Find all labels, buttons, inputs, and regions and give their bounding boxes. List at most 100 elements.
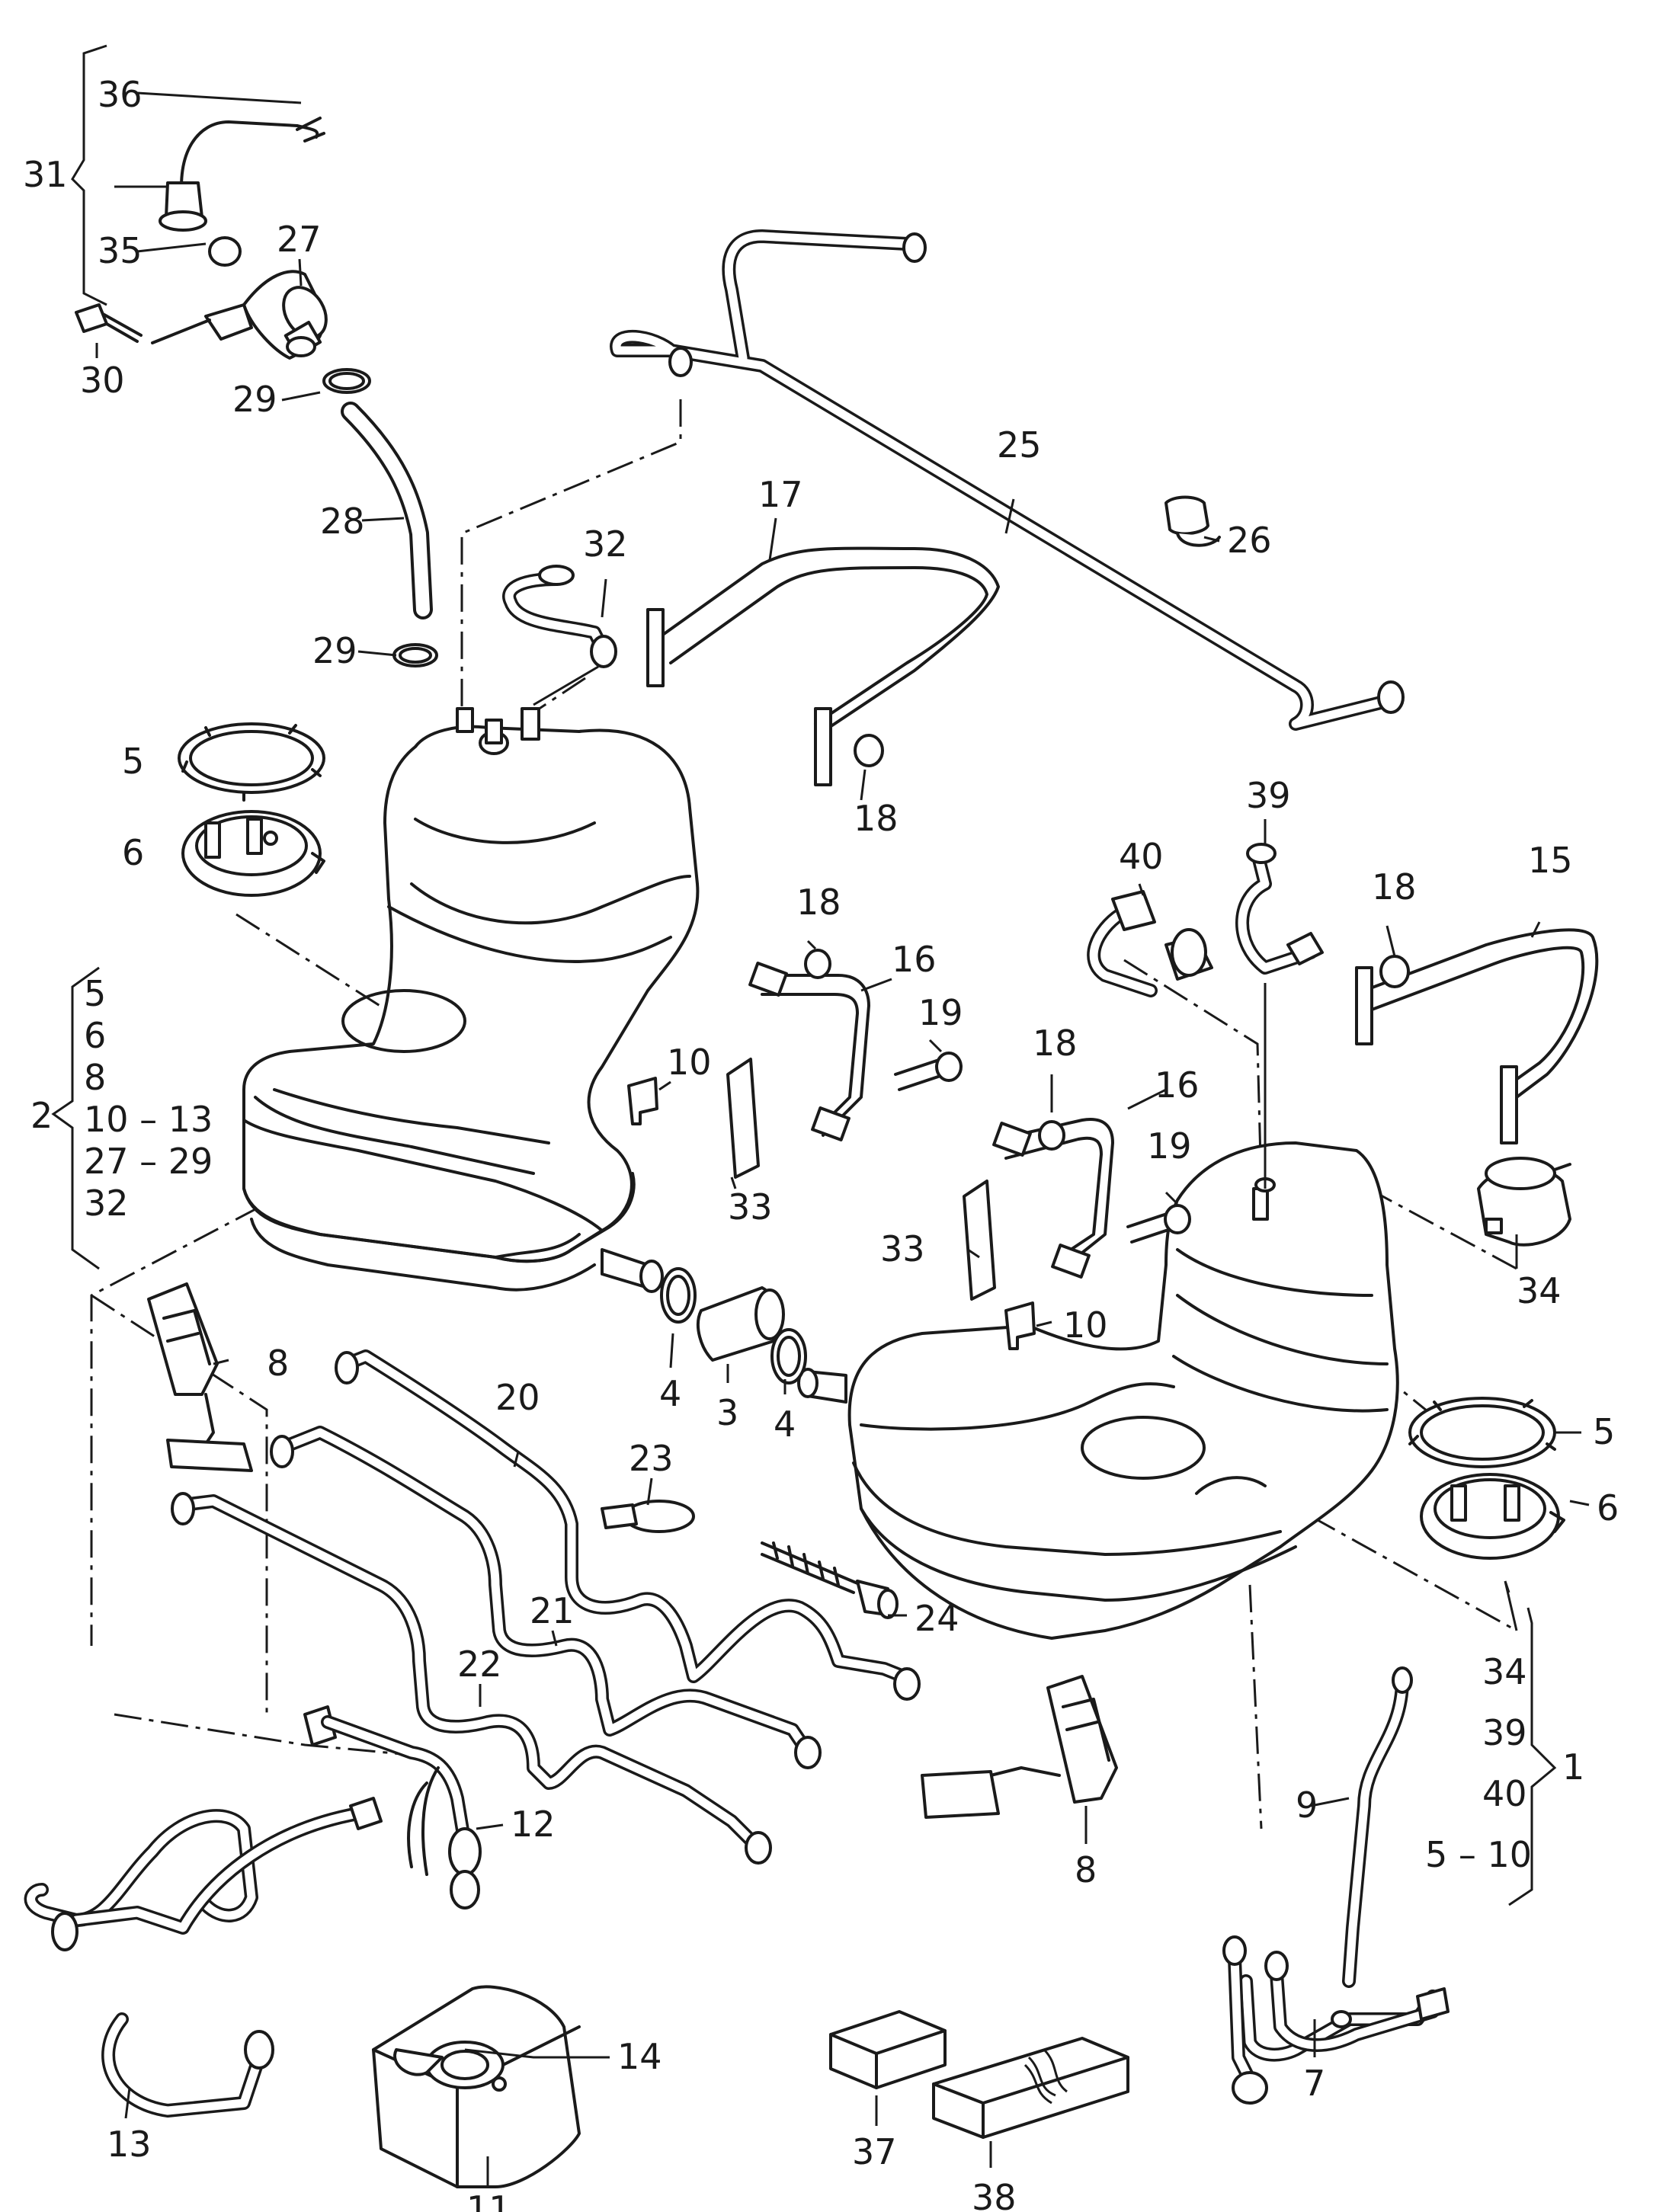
lock-ring-right (1408, 1397, 1556, 1468)
callout-39: 39 (1246, 775, 1291, 816)
callout-35: 35 (98, 230, 143, 271)
callout-6-left: 6 (122, 832, 144, 873)
fuel-line-9 (1342, 1666, 1413, 1988)
bracket-10 (627, 1077, 1036, 1350)
callout-4-left: 4 (659, 1373, 681, 1414)
callout-36: 36 (98, 74, 143, 115)
callout-11: 11 (466, 2188, 511, 2212)
callout-19-b: 19 (1147, 1125, 1192, 1167)
hose-clamp-4 (660, 1267, 807, 1385)
callout-31: 31 (23, 154, 68, 195)
fuel-line-21 (270, 1426, 822, 1769)
group-2-item-2: 6 (84, 1015, 106, 1056)
callout-24: 24 (915, 1598, 959, 1639)
callout-18-low: 18 (1033, 1023, 1078, 1064)
callout-18-top: 18 (854, 798, 899, 839)
pump-module-11 (372, 1985, 581, 2188)
leader-lines (95, 91, 1590, 2187)
group-2-item-3: 8 (84, 1057, 106, 1098)
callout-8-left: 8 (267, 1343, 289, 1384)
callout-20: 20 (495, 1377, 540, 1418)
clip-26 (1164, 495, 1221, 547)
callout-12: 12 (511, 1804, 556, 1845)
group-2-label: 2 (30, 1095, 53, 1136)
pad-38 (932, 2037, 1129, 2139)
hose-clamp-29 (322, 368, 438, 667)
filler-neck (151, 270, 328, 360)
group-2-item-1: 5 (84, 973, 106, 1014)
callout-7: 7 (1303, 2063, 1325, 2104)
callout-23: 23 (629, 1438, 674, 1479)
vent-elbow-32 (502, 565, 617, 706)
tension-strap-16a (748, 962, 870, 1141)
callout-32: 32 (583, 523, 628, 565)
group-2-item-6: 32 (84, 1183, 129, 1224)
callout-1: 1 (1562, 1746, 1584, 1788)
connection-hose-3 (697, 1286, 785, 1362)
callout-40: 40 (1119, 836, 1164, 877)
callout-19-a: 19 (918, 992, 963, 1033)
line-13 (24, 1797, 383, 2118)
fuel-tank-left-half (242, 707, 700, 1293)
lock-ring-left (178, 722, 325, 802)
callout-25: 25 (997, 424, 1042, 466)
callout-labels: 36 31 35 27 30 29 28 29 32 17 25 26 18 5… (23, 74, 1619, 2212)
fuel-filter-34 (1477, 1157, 1571, 1247)
callout-28: 28 (320, 501, 365, 542)
callout-3: 3 (716, 1392, 738, 1433)
callout-16-a: 16 (892, 939, 937, 980)
group-bracket-1 (1508, 1607, 1557, 1906)
connector-40 (1087, 890, 1213, 997)
callout-9: 9 (1296, 1785, 1318, 1826)
filler-cap-tether (159, 117, 325, 267)
callout-26: 26 (1227, 520, 1272, 561)
fuel-gauge-sender-8-right (921, 1675, 1118, 1819)
group-2-list: 2 5 6 8 10 – 13 27 – 29 32 (30, 973, 213, 1224)
callout-15: 15 (1528, 840, 1573, 881)
nut-18 (804, 734, 1410, 1151)
callout-33-a: 33 (728, 1186, 773, 1228)
fuel-line-20 (335, 1349, 921, 1701)
callout-22: 22 (457, 1644, 502, 1685)
tension-strap-17 (646, 546, 1000, 786)
fuel-line-22 (171, 1492, 772, 1865)
pump-harness-7 (1222, 1935, 1450, 2105)
line-12 (303, 1705, 482, 1909)
group-bracket-31 (71, 44, 107, 306)
callout-33-b: 33 (880, 1228, 925, 1269)
filler-hose-28 (341, 402, 433, 619)
callout-16-b: 16 (1155, 1064, 1200, 1106)
cable-tie-23 (601, 1500, 695, 1533)
group-bracket-2 (51, 966, 100, 1270)
callout-38: 38 (972, 2177, 1017, 2212)
callout-18-right: 18 (1372, 866, 1417, 908)
callout-5-10: 5 – 10 (1425, 1834, 1532, 1875)
callout-10-b: 10 (1063, 1304, 1108, 1346)
flange-cover-right (1420, 1473, 1565, 1560)
tension-strap-16b (992, 1118, 1114, 1279)
breather-line-25 (610, 229, 1405, 731)
group-2-item-5: 27 – 29 (84, 1141, 213, 1182)
bolt-19 (894, 1052, 1191, 1244)
pad-37 (829, 2010, 947, 2089)
callout-37: 37 (852, 2131, 897, 2172)
callout-29-bottom: 29 (312, 630, 357, 671)
callout-21: 21 (530, 1590, 575, 1631)
callout-40-bottom: 40 (1482, 1773, 1527, 1814)
callout-30: 30 (80, 360, 125, 401)
callout-5-left: 5 (122, 741, 144, 782)
flange-cover-left (181, 810, 325, 897)
bolt-30 (75, 303, 143, 343)
callout-14: 14 (617, 2036, 662, 2077)
callout-6-right: 6 (1597, 1487, 1619, 1529)
callout-13: 13 (107, 2124, 152, 2165)
callout-18-mid: 18 (796, 882, 841, 923)
callout-34-bottom: 34 (1482, 1651, 1527, 1692)
callout-10-a: 10 (667, 1042, 712, 1083)
callout-34-top: 34 (1517, 1270, 1562, 1311)
callout-39-bottom: 39 (1482, 1712, 1527, 1753)
callout-4-right: 4 (774, 1404, 796, 1445)
callout-27: 27 (277, 219, 322, 260)
group-2-item-4: 10 – 13 (84, 1099, 213, 1140)
connector-39 (1235, 843, 1324, 1189)
